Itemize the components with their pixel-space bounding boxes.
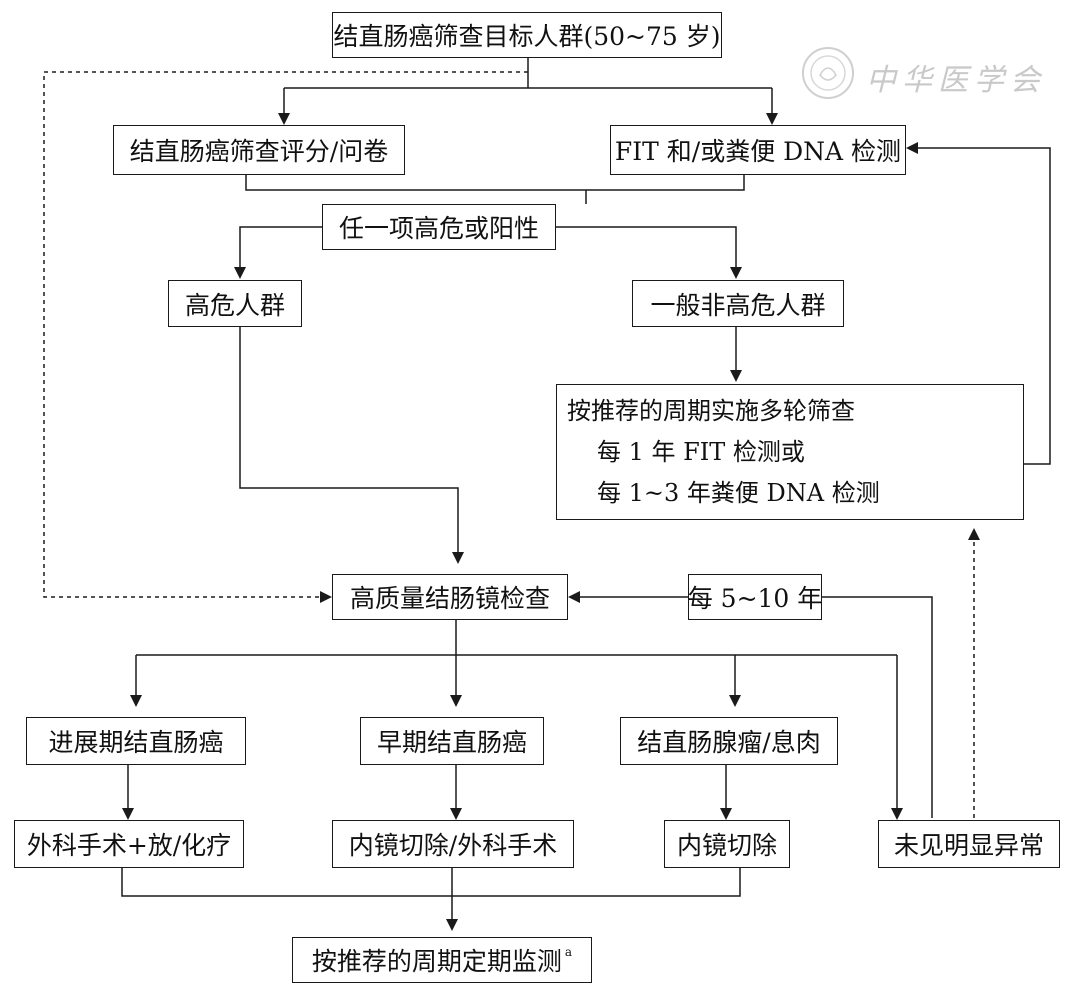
general-population-label: 一般非高危人群	[650, 290, 826, 320]
edge-pos-left	[234, 226, 322, 279]
any-positive-label: 任一项高危或阳性	[338, 214, 539, 243]
general-population-node: 一般非高危人群	[632, 280, 844, 327]
publisher-watermark: 中华医学会	[800, 45, 1055, 105]
edge-merge	[245, 175, 745, 204]
monitoring-label: 按推荐的周期定期监测	[311, 947, 562, 976]
any-positive-node: 任一项高危或阳性	[322, 204, 556, 250]
questionnaire-node: 结直肠癌筛查评分/问卷	[113, 125, 405, 175]
monitoring-footnote-mark: a	[564, 945, 573, 959]
edge-target-split	[284, 58, 772, 89]
colonoscopy-node: 高质量结肠镜检查	[332, 574, 568, 620]
endo-or-surgery-node: 内镜切除/外科手术	[332, 820, 574, 868]
high-risk-node: 高危人群	[168, 280, 302, 327]
advanced-cancer-label: 进展期结直肠癌	[48, 728, 224, 757]
society-seal-icon	[802, 47, 854, 99]
watermark-text: 中华医学会	[866, 63, 1046, 98]
periodic-screening-line3: 每 1~3 年粪便 DNA 检测	[597, 478, 880, 507]
edge-treatment-merge	[121, 868, 741, 929]
edge-highrisk-colonoscopy	[239, 327, 464, 564]
fit-dna-label: FIT 和/或粪便 DNA 检测	[614, 137, 902, 166]
adenoma-label: 结直肠腺瘤/息肉	[637, 728, 821, 757]
high-risk-label: 高危人群	[184, 290, 285, 320]
edge-colonoscopy-split	[136, 620, 897, 656]
no-abnormality-label: 未见明显异常	[893, 831, 1044, 860]
early-cancer-node: 早期结直肠癌	[360, 717, 544, 765]
questionnaire-label: 结直肠癌筛查评分/问卷	[129, 137, 389, 166]
interval-label: 每 5~10 年	[687, 584, 823, 613]
interval-node: 每 5~10 年	[688, 574, 822, 620]
edge-normal-interval	[822, 596, 933, 818]
periodic-screening-line1: 按推荐的周期实施多轮筛查	[567, 396, 855, 425]
surgery-node: 外科手术+放/化疗	[14, 820, 244, 868]
early-cancer-label: 早期结直肠癌	[376, 728, 527, 757]
edge-dotted-target-colonoscopy	[43, 71, 528, 603]
fit-dna-node: FIT 和/或粪便 DNA 检测	[610, 125, 906, 175]
endoscopic-resection-node: 内镜切除	[664, 820, 790, 868]
target-population-label: 结直肠癌筛查目标人群(50~75 岁)	[333, 22, 721, 51]
edge-pos-right	[556, 226, 742, 279]
periodic-screening-line2: 每 1 年 FIT 检测或	[597, 437, 805, 466]
edge-periodic-loop	[906, 142, 1051, 465]
endoscopic-resection-label: 内镜切除	[676, 831, 777, 860]
advanced-cancer-node: 进展期结直肠癌	[26, 717, 246, 765]
endo-or-surgery-label: 内镜切除/外科手术	[348, 831, 558, 860]
no-abnormality-node: 未见明显异常	[878, 820, 1060, 868]
target-population-node: 结直肠癌筛查目标人群(50~75 岁)	[332, 12, 722, 58]
colonoscopy-label: 高质量结肠镜检查	[349, 584, 550, 613]
periodic-screening-node: 按推荐的周期实施多轮筛查 每 1 年 FIT 检测或 每 1~3 年粪便 DNA…	[556, 384, 1024, 520]
adenoma-node: 结直肠腺瘤/息肉	[620, 717, 838, 765]
surgery-label: 外科手术+放/化疗	[26, 831, 232, 860]
